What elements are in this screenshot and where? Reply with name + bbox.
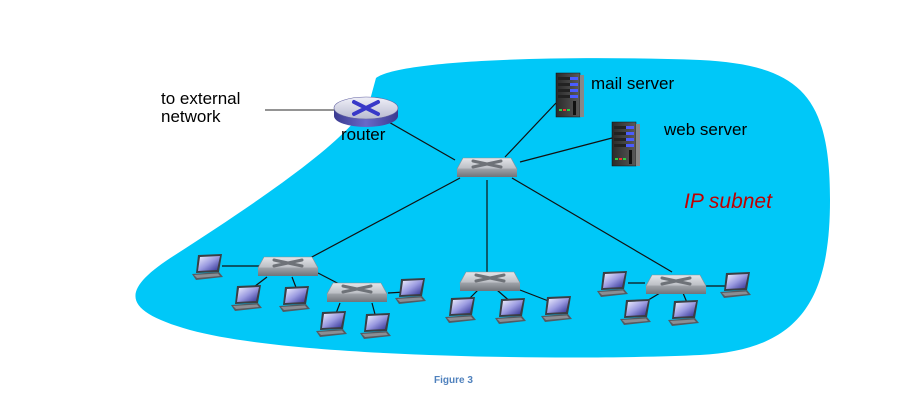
external-network-label-line1: to external: [161, 89, 240, 108]
router-label: router: [341, 125, 386, 144]
core-switch-icon[interactable]: [455, 156, 519, 179]
switch-b-icon[interactable]: [325, 281, 389, 304]
link-router-core: [379, 116, 456, 161]
link-core-switch-a: [309, 177, 461, 259]
link-core-mail: [504, 102, 557, 158]
link-core-switch-d: [511, 177, 673, 273]
mail-server-label: mail server: [591, 74, 674, 93]
link-host: [519, 289, 552, 303]
figure-caption: Figure 3: [434, 375, 473, 386]
ip-subnet-label: IP subnet: [684, 190, 773, 213]
web-server-label: web server: [663, 120, 747, 139]
web-server-icon[interactable]: [611, 121, 641, 167]
switch-d-icon[interactable]: [644, 273, 708, 296]
switch-a-icon[interactable]: [256, 255, 320, 278]
mail-server-icon[interactable]: [555, 72, 585, 118]
switch-c-icon[interactable]: [458, 270, 522, 293]
external-network-label-line2: network: [161, 107, 221, 126]
link-core-web: [519, 137, 613, 163]
router-icon[interactable]: [333, 96, 399, 127]
